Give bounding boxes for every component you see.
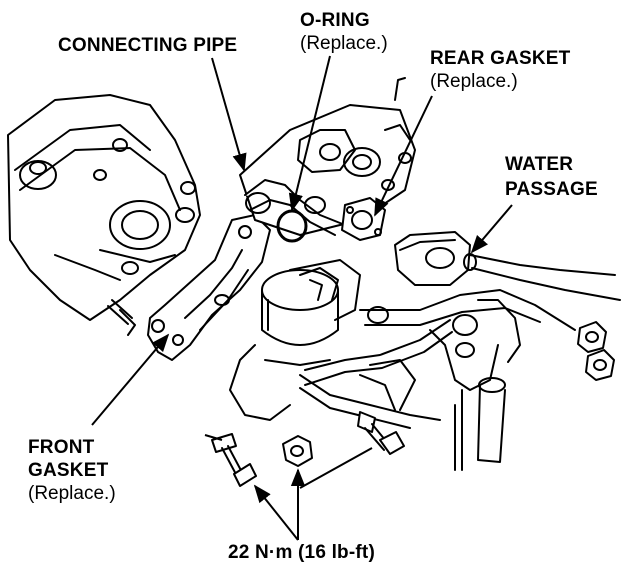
torque-leader-left [253,484,299,541]
water-passage [394,231,621,301]
torque-leader-extension-2 [204,434,223,441]
nut-right-upper [577,321,607,353]
connecting-pipe-label: CONNECTING PIPE [58,35,238,56]
front-gasket [147,214,271,361]
rear-gasket-note: (Replace.) [430,71,518,92]
o-ring-note: (Replace.) [300,33,388,54]
water-passage-label-line2: PASSAGE [505,179,598,200]
front-gasket-note: (Replace.) [28,483,116,504]
front-gasket-label-line2: GASKET [28,460,109,481]
rear-gasket-label: REAR GASKET [430,48,571,69]
bolt-front-left [211,433,257,487]
connecting-pipe-leader [211,57,247,172]
torque-spec-label: 22 N·m (16 lb-ft) [228,542,375,563]
water-passage-label-line1: WATER [505,154,574,175]
water-passage-leader [470,204,513,254]
bypass-tube [299,319,453,429]
o-ring-label: O-RING [300,10,370,31]
nut-right-lower [585,349,615,381]
cylinder-head-left [7,94,201,336]
lower-hoses [359,289,576,471]
o-ring-leader [288,55,331,212]
water-outlet-housing [229,259,389,421]
nut-front-center [282,435,313,467]
bolt-front-right [357,411,405,455]
stud-left [107,299,133,325]
rear-gasket-leader [374,95,433,217]
torque-leader-extension [299,447,373,489]
front-gasket-leader [91,333,170,426]
front-gasket-label-line1: FRONT [28,437,95,458]
rear-gasket [341,197,386,241]
